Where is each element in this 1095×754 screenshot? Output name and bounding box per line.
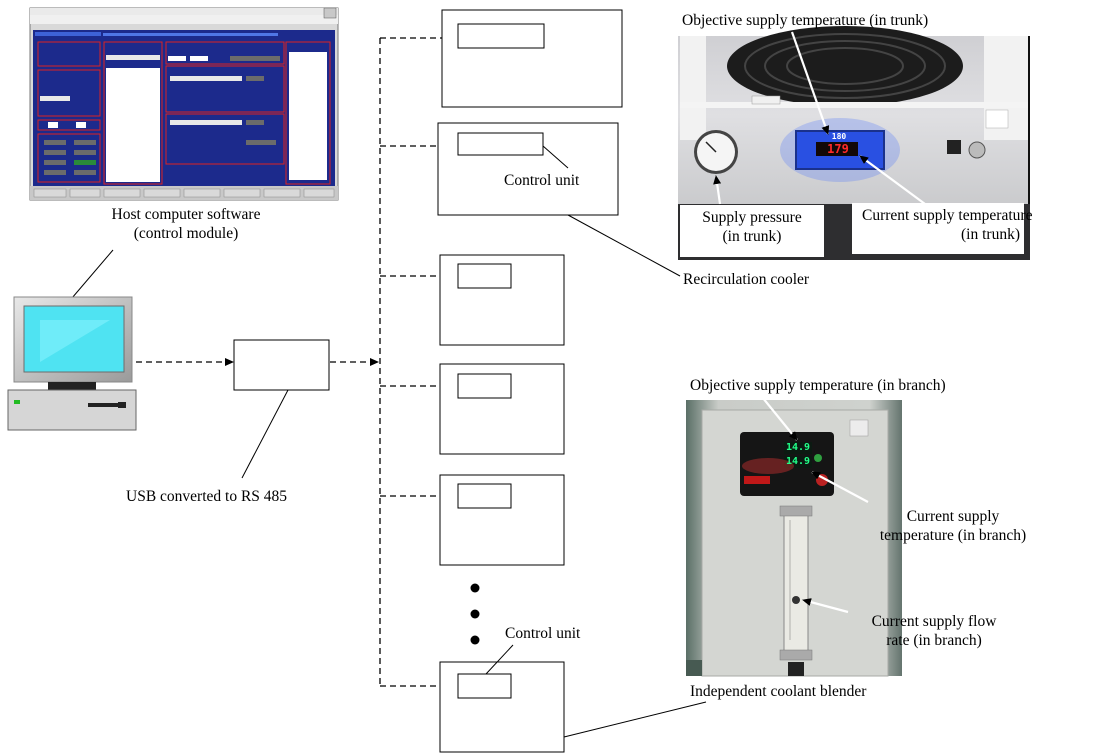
usb-rs485-converter-box (233, 339, 330, 391)
blender-current-temp-label: Current supply temperature (in branch) (860, 507, 1046, 545)
cooler-current-temp-label: Current supply temperature (in trunk) (862, 206, 1032, 244)
control-unit-label-bottom: Control unit (505, 625, 581, 642)
independent-blender-label: Independent coolant blender (690, 683, 867, 700)
usb-converter-label: USB converted to RS 485 (126, 488, 288, 505)
recirculation-cooler-photo (678, 26, 1030, 260)
control-unit-box (457, 263, 512, 289)
control-unit-callout-line-bottom (485, 644, 514, 675)
host-software-label: Host computer software (control module) (60, 205, 312, 243)
control-unit-box (457, 673, 512, 699)
blender-current-temp-line1: Current supply (906, 508, 1000, 525)
blender-callout-line (563, 701, 707, 738)
cooler-display-set: 180 (831, 132, 847, 141)
software-to-pc-line (71, 249, 114, 299)
device-box-recirculation-cooler (437, 122, 619, 216)
host-software-screenshot (29, 7, 339, 201)
blender-flow-rate-label: Current supply flow rate (in branch) (846, 612, 1022, 650)
independent-blender-photo (686, 391, 902, 677)
device-box-1 (441, 9, 623, 108)
recirculation-cooler-label: Recirculation cooler (683, 271, 810, 288)
control-unit-callout-line (542, 145, 569, 169)
control-unit-box (457, 373, 512, 399)
device-box-4 (439, 363, 565, 455)
control-unit-box (457, 483, 512, 509)
desktop-computer-icon (7, 296, 137, 431)
control-unit-box (457, 132, 544, 156)
blender-display-current: 14.9 (785, 456, 811, 467)
cooler-supply-pressure-line1: Supply pressure (702, 209, 802, 226)
blender-current-temp-line2: temperature (in branch) (879, 527, 1027, 544)
device-box-5 (439, 474, 565, 566)
blender-flow-rate-line1: Current supply flow (871, 613, 997, 630)
cooler-display-current: 179 (827, 142, 849, 156)
blender-objective-temp-label: Objective supply temperature (in branch) (690, 377, 946, 394)
host-software-label-line2: (control module) (133, 225, 239, 242)
device-box-3 (439, 254, 565, 346)
control-unit-box (457, 23, 545, 49)
device-box-independent-blender (439, 661, 565, 753)
cooler-current-temp-line2: (in trunk) (961, 226, 1020, 243)
cooler-supply-pressure-line2: (in trunk) (722, 228, 782, 245)
cooler-objective-temp-label: Objective supply temperature (in trunk) (682, 12, 929, 29)
cooler-callout-line (567, 214, 681, 277)
cooler-supply-pressure-label: Supply pressure (in trunk) (680, 208, 824, 246)
host-software-label-line1: Host computer software (111, 206, 261, 223)
blender-flow-rate-line2: rate (in branch) (886, 632, 982, 649)
cooler-current-temp-line1: Current supply temperature (862, 207, 1033, 224)
blender-display-set: 14.9 (785, 442, 811, 453)
converter-label-line (241, 389, 289, 479)
control-unit-label-top: Control unit (504, 172, 580, 189)
ellipsis-dots (470, 583, 480, 645)
